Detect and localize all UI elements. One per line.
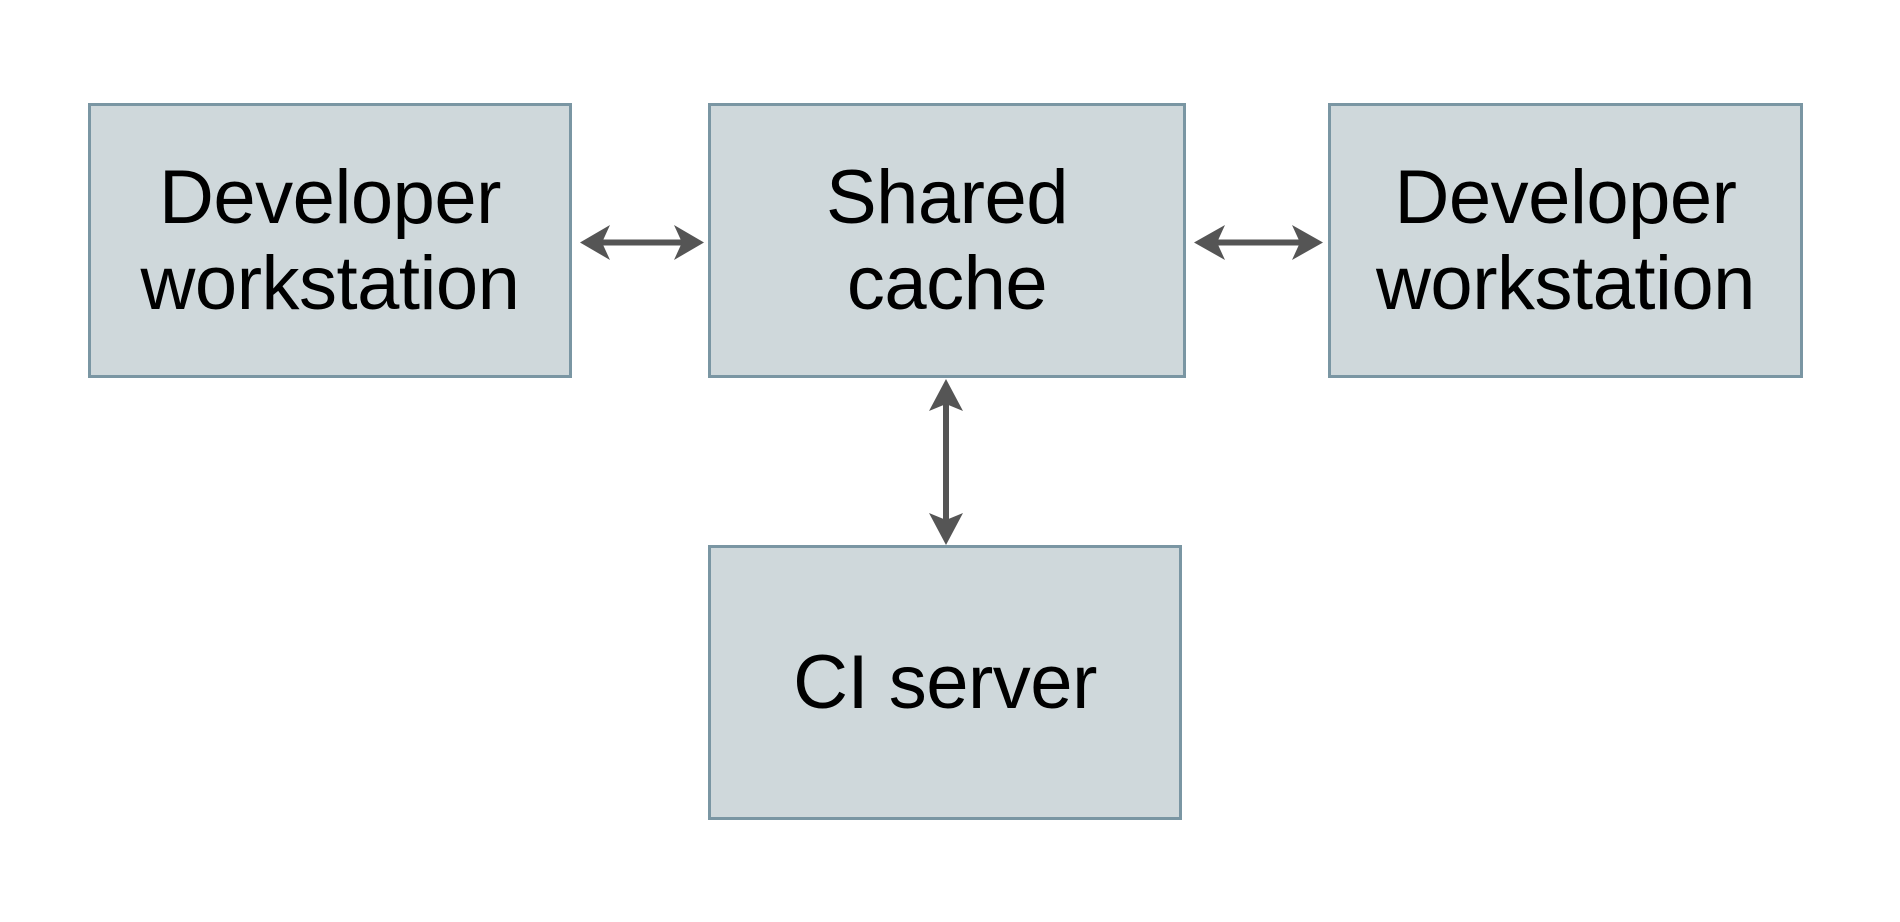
edge-shared-cache-to-developer-workstation-right[interactable] — [1186, 205, 1331, 281]
edge-developer-workstation-left-to-shared-cache[interactable] — [572, 205, 712, 281]
edge-shared-cache-to-ci-server[interactable] — [910, 375, 982, 549]
double-arrow-icon — [929, 379, 963, 545]
double-arrow-icon — [1194, 225, 1323, 260]
double-arrow-icon — [580, 225, 704, 260]
node-label: Developer workstation — [140, 155, 520, 326]
node-label: Shared cache — [825, 155, 1069, 326]
node-shared-cache[interactable]: Shared cache — [708, 103, 1186, 378]
node-developer-workstation-left[interactable]: Developer workstation — [88, 103, 572, 378]
node-label: CI server — [793, 639, 1097, 725]
node-developer-workstation-right[interactable]: Developer workstation — [1328, 103, 1803, 378]
node-ci-server[interactable]: CI server — [708, 545, 1182, 820]
node-label: Developer workstation — [1376, 155, 1755, 326]
